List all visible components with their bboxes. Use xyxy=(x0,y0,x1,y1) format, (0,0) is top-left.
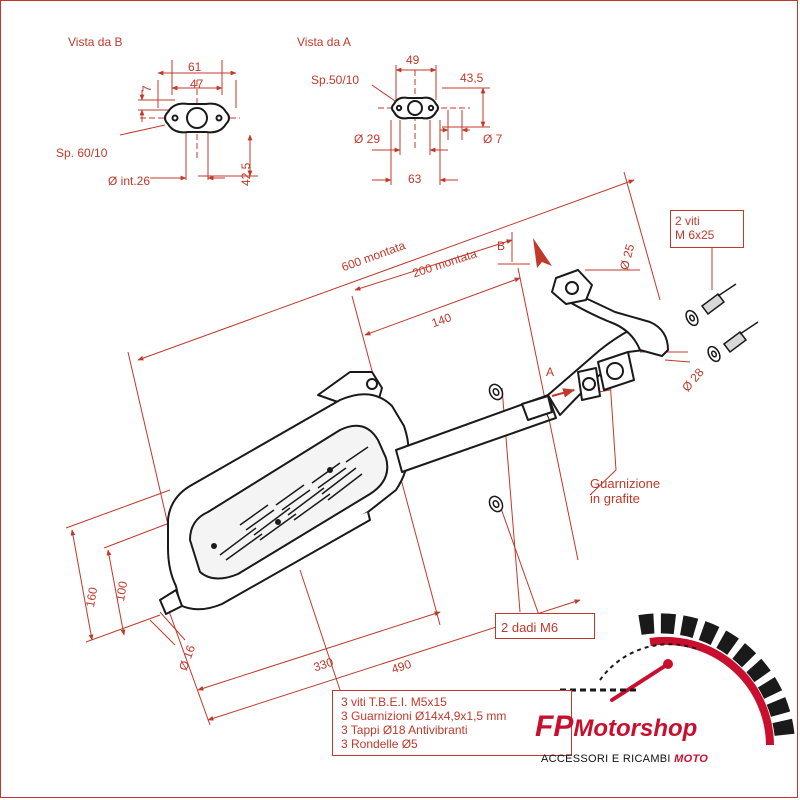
gasket-callout: Guarnizione in grafite xyxy=(590,476,660,506)
logo-graphic xyxy=(560,613,795,746)
heat-shield-slots xyxy=(219,446,369,561)
screws-callout-line1: 2 viti xyxy=(675,214,700,228)
exhaust-pipe xyxy=(395,269,669,473)
brand-logo-fp: FP xyxy=(535,710,574,743)
view-a-flange xyxy=(391,96,439,120)
view-b-dim-7: 7 xyxy=(140,85,154,92)
marker-b: B xyxy=(497,239,506,253)
view-b-inner-diameter: Ø int.26 xyxy=(108,174,151,188)
heat-shield-screws xyxy=(211,467,333,549)
view-b-dim-47: 47 xyxy=(190,77,204,91)
brand-logo-motorshop: Motorshop xyxy=(573,715,698,742)
brand-tagline-text: ACCESSORI E RICAMBI xyxy=(541,753,671,765)
marker-a: A xyxy=(546,365,555,379)
view-b-title: Vista da B xyxy=(68,35,123,49)
gasket-callout-line2: in grafite xyxy=(590,491,640,506)
kit-line-screws: 3 viti T.B.E.I. M5x15 xyxy=(341,695,447,709)
view-b-dim-61: 61 xyxy=(188,60,202,74)
kit-line-caps: 3 Tappi Ø18 Antivibranti xyxy=(341,723,468,737)
view-a-dim-63: 63 xyxy=(408,172,422,186)
view-a-thickness: Sp.50/10 xyxy=(311,73,360,87)
view-a-dim-49: 49 xyxy=(406,53,420,67)
gasket-callout-line1: Guarnizione xyxy=(590,476,661,491)
view-a-title: Vista da A xyxy=(297,35,351,49)
brand-tagline: ACCESSORI E RICAMBI MOTO xyxy=(541,753,708,765)
view-a-dim-43-5: 43,5 xyxy=(460,71,484,85)
view-b-drawing xyxy=(119,60,258,181)
screws-callout: 2 viti M 6x25 xyxy=(670,210,744,248)
view-b-thickness: Sp. 60/10 xyxy=(56,146,108,160)
view-b-flange xyxy=(164,102,230,134)
hardware xyxy=(488,283,759,513)
dim-160: 160 xyxy=(83,586,101,609)
kit-callout: 3 viti T.B.E.I. M5x15 3 Guarnizioni Ø14x… xyxy=(332,690,572,756)
view-a-dim-7: Ø 7 xyxy=(483,132,503,146)
brand-tagline-moto: MOTO xyxy=(674,753,709,765)
callout-leaders xyxy=(299,248,713,691)
nuts-callout: 2 dadi M6 xyxy=(495,613,595,639)
view-a-dim-29: Ø 29 xyxy=(354,132,381,146)
view-arrows xyxy=(533,238,576,398)
brand-logo: FPMotorshop xyxy=(535,712,697,742)
kit-line-gaskets: 3 Guarnizioni Ø14x4,9x1,5 mm xyxy=(341,709,507,723)
view-b-dim-42-5: 42,5 xyxy=(239,162,253,186)
muffler xyxy=(159,371,410,615)
dim-100: 100 xyxy=(113,580,131,603)
screws-callout-line2: M 6x25 xyxy=(675,228,715,242)
kit-line-washers: 3 Rondelle Ø5 xyxy=(341,737,418,751)
